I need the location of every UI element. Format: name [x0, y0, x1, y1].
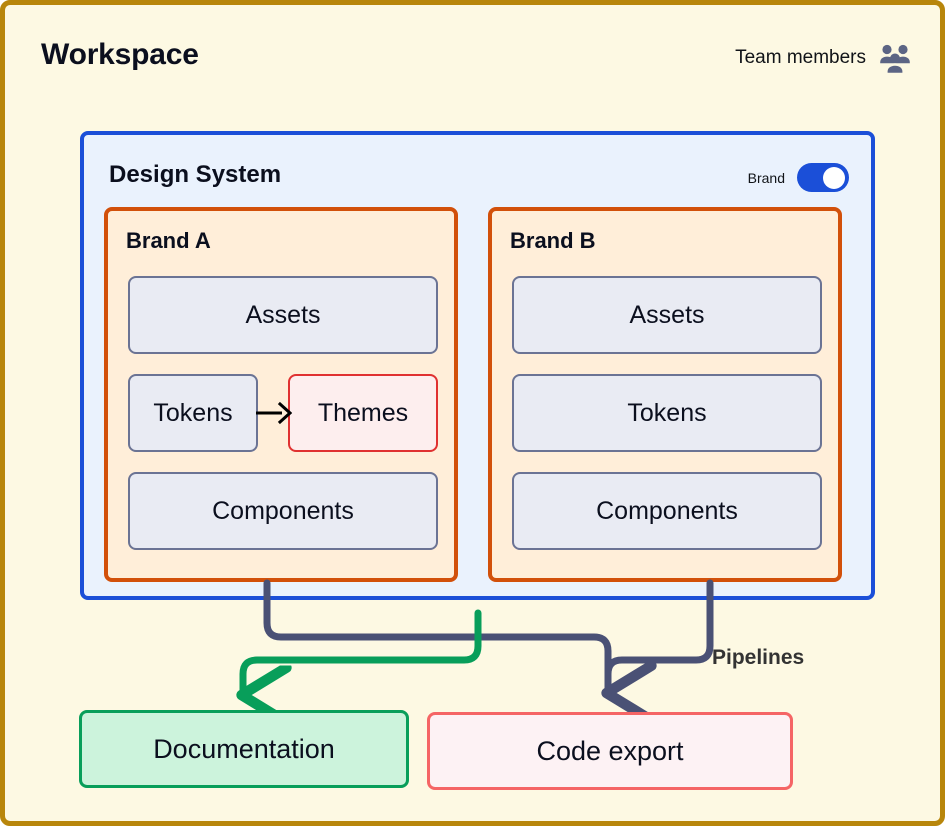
node-label: Components — [212, 496, 354, 525]
node-label: Tokens — [153, 398, 233, 427]
node-brand-a-components[interactable]: Components — [128, 472, 438, 550]
node-label: Code export — [536, 735, 684, 766]
node-documentation[interactable]: Documentation — [79, 710, 409, 788]
node-brand-b-assets[interactable]: Assets — [512, 276, 822, 354]
arrow-tokens-to-themes-icon — [256, 399, 293, 427]
node-brand-a-themes[interactable]: Themes — [288, 374, 438, 452]
brand-a-panel: Brand A Assets Tokens Themes Components — [104, 207, 458, 582]
brand-toggle-switch[interactable] — [797, 163, 849, 192]
brand-a-title: Brand A — [126, 228, 211, 253]
node-label: Tokens — [627, 398, 707, 427]
brand-toggle-label: Brand — [747, 169, 785, 186]
people-group-icon — [878, 43, 912, 73]
node-label: Documentation — [153, 733, 335, 764]
node-label: Themes — [317, 398, 409, 427]
brand-toggle-knob — [823, 166, 845, 189]
design-system-title: Design System — [109, 161, 282, 188]
page-title: Workspace — [41, 38, 199, 71]
connector-design-system-to-documentation — [243, 609, 482, 695]
design-system-panel: Design System Brand Brand A Assets Token… — [80, 131, 875, 600]
pipelines-label: Pipelines — [712, 646, 805, 669]
brand-b-title: Brand B — [510, 228, 596, 253]
node-brand-b-components[interactable]: Components — [512, 472, 822, 550]
node-label: Components — [596, 496, 738, 525]
node-code-export[interactable]: Code export — [427, 712, 793, 790]
brand-b-panel: Brand B Assets Tokens Components — [488, 207, 842, 582]
node-label: Assets — [245, 300, 321, 329]
node-brand-a-assets[interactable]: Assets — [128, 276, 438, 354]
node-brand-b-tokens[interactable]: Tokens — [512, 374, 822, 452]
node-brand-a-tokens[interactable]: Tokens — [128, 374, 258, 452]
node-label: Assets — [629, 300, 705, 329]
team-members-label: Team members — [735, 47, 866, 68]
brand-toggle-group[interactable]: Brand — [748, 163, 849, 192]
team-members-group[interactable]: Team members — [735, 43, 912, 73]
